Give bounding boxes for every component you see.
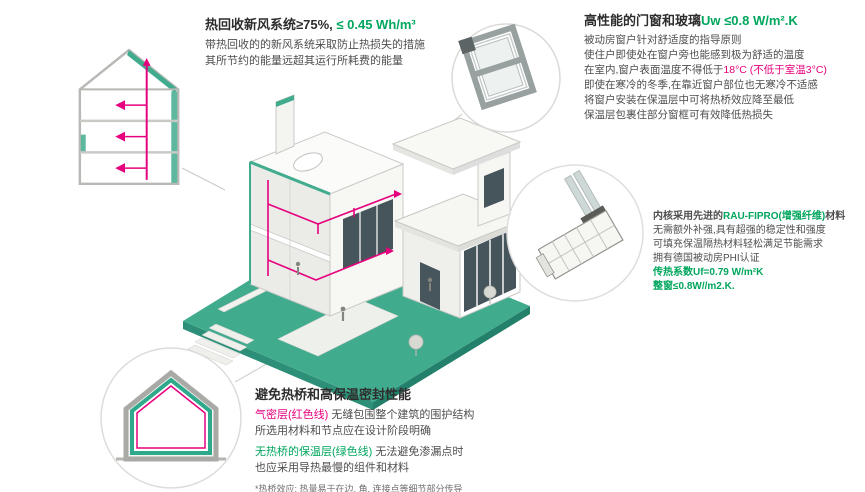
thermal-bridge-line-1-black: 无缝包围整个建筑的围护结构 bbox=[328, 409, 475, 421]
profile-line-1-green: RAU-FIPRO(增强纤维) bbox=[723, 211, 826, 222]
windows-line-3-black: 在室内,窗户表面温度不得低于 bbox=[584, 64, 724, 76]
ventilation-duct-lines bbox=[267, 180, 402, 281]
thermal-bridge-line-2: 所选用材料和节点应在设计阶段明确 bbox=[255, 425, 431, 437]
profile-callout: 内核采用先进的RAU-FIPRO(增强纤维)材料 无需额外补强,具有超强的稳定性… bbox=[653, 210, 863, 294]
heat-recovery-line-1: 带热回收的的新风系统采取防止热损失的措施 bbox=[205, 39, 425, 51]
thermal-bridge-line-3: 无热桥的保温层(绿色线) 无法避免渗漏点时 bbox=[255, 444, 585, 460]
windows-line-5: 将窗户安装在保温层中可将热桥效应降至最低 bbox=[584, 94, 794, 106]
windows-callout: 高性能的门窗和玻璃Uw ≤0.8 W/m².K 被动房窗户针对舒适度的指导原则 … bbox=[584, 12, 862, 123]
thermal-bridge-line-1: 气密层(红色线) 无缝包围整个建筑的围护结构 bbox=[255, 407, 585, 423]
airtight-layer-label: 气密层(红色线) bbox=[255, 409, 329, 421]
heat-recovery-title-black: 热回收新风系统≥75%, bbox=[205, 17, 333, 32]
upper-structures bbox=[275, 94, 522, 227]
windows-title-green: Uw ≤0.8 W/m².K bbox=[701, 13, 798, 28]
window-profile-icon bbox=[506, 164, 644, 302]
heat-recovery-line-2: 其所节约的能量远超其运行所耗费的能量 bbox=[205, 55, 403, 67]
isometric-house-cutaway-illustration bbox=[183, 94, 530, 410]
profile-line-4: 拥有德国被动房PHI认证 bbox=[653, 253, 760, 264]
windows-line-4: 即使在寒冷的冬季,在靠近窗户部位也无寒冷不适感 bbox=[584, 79, 818, 91]
airtight-layer-red-line bbox=[136, 385, 206, 449]
windows-line-3-red: 18°C (不低于室温3°C) bbox=[723, 64, 827, 76]
windows-title: 高性能的门窗和玻璃Uw ≤0.8 W/m².K bbox=[584, 12, 862, 29]
thermal-bridge-footnote: *热桥效应: 热量易于在边, 角, 连接点等细节部分传导 bbox=[255, 484, 463, 492]
thermal-bridge-line-4: 也应采用导热最慢的组件和材料 bbox=[255, 462, 409, 474]
profile-line-1: 内核采用先进的RAU-FIPRO(增强纤维)材料 bbox=[653, 210, 863, 224]
insulation-layer-label: 无热桥的保温层(绿色线) bbox=[255, 446, 373, 458]
thermal-bridge-callout: 避免热桥和高保温密封性能 气密层(红色线) 无缝包围整个建筑的围护结构 所选用材… bbox=[255, 386, 585, 492]
windows-line-2: 使住户即使处在窗户旁也能感到极为舒适的温度 bbox=[584, 49, 805, 61]
profile-line-3: 可填充保温隔热材料轻松满足节能需求 bbox=[653, 239, 823, 250]
windows-line-1: 被动房窗户针对舒适度的指导原则 bbox=[584, 34, 742, 46]
windows-line-6: 保温层包裹住部分窗框可有效降低热损失 bbox=[584, 109, 773, 121]
airflow-arrows bbox=[115, 57, 151, 173]
profile-line-1-black-b: 材料 bbox=[825, 211, 846, 222]
heat-recovery-section-icon bbox=[78, 48, 180, 186]
thermal-bridge-title: 避免热桥和高保温密封性能 bbox=[255, 387, 412, 402]
heat-recovery-title-green: ≤ 0.45 Wh/m³ bbox=[332, 17, 416, 32]
heat-recovery-title: 热回收新风系统≥75%, ≤ 0.45 Wh/m³ bbox=[205, 16, 477, 33]
windows-title-black: 高性能的门窗和玻璃 bbox=[584, 13, 702, 28]
profile-line-2: 无需额外补强,具有超强的稳定性和强度 bbox=[653, 225, 826, 236]
profile-line-5: 传热系数Uf=0.79 W/m²K bbox=[653, 267, 764, 278]
thermal-envelope-section-icon bbox=[100, 347, 242, 489]
human-figures bbox=[295, 261, 433, 321]
profile-line-6: 整窗≤0.8W//m2.K. bbox=[653, 281, 735, 292]
window-corner-detail-icon bbox=[451, 23, 561, 133]
profile-line-1-black-a: 内核采用先进的 bbox=[653, 211, 723, 222]
thermal-bridge-line-3-black: 无法避免渗漏点时 bbox=[372, 446, 464, 458]
windows-line-3: 在室内,窗户表面温度不得低于18°C (不低于室温3°C) bbox=[584, 63, 862, 78]
airflow-lines bbox=[125, 65, 148, 180]
main-block bbox=[248, 131, 405, 317]
insulation-layer-green-line bbox=[130, 377, 212, 455]
heat-recovery-callout: 热回收新风系统≥75%, ≤ 0.45 Wh/m³ 带热回收的的新风系统采取防止… bbox=[205, 16, 477, 69]
plants bbox=[408, 285, 497, 356]
